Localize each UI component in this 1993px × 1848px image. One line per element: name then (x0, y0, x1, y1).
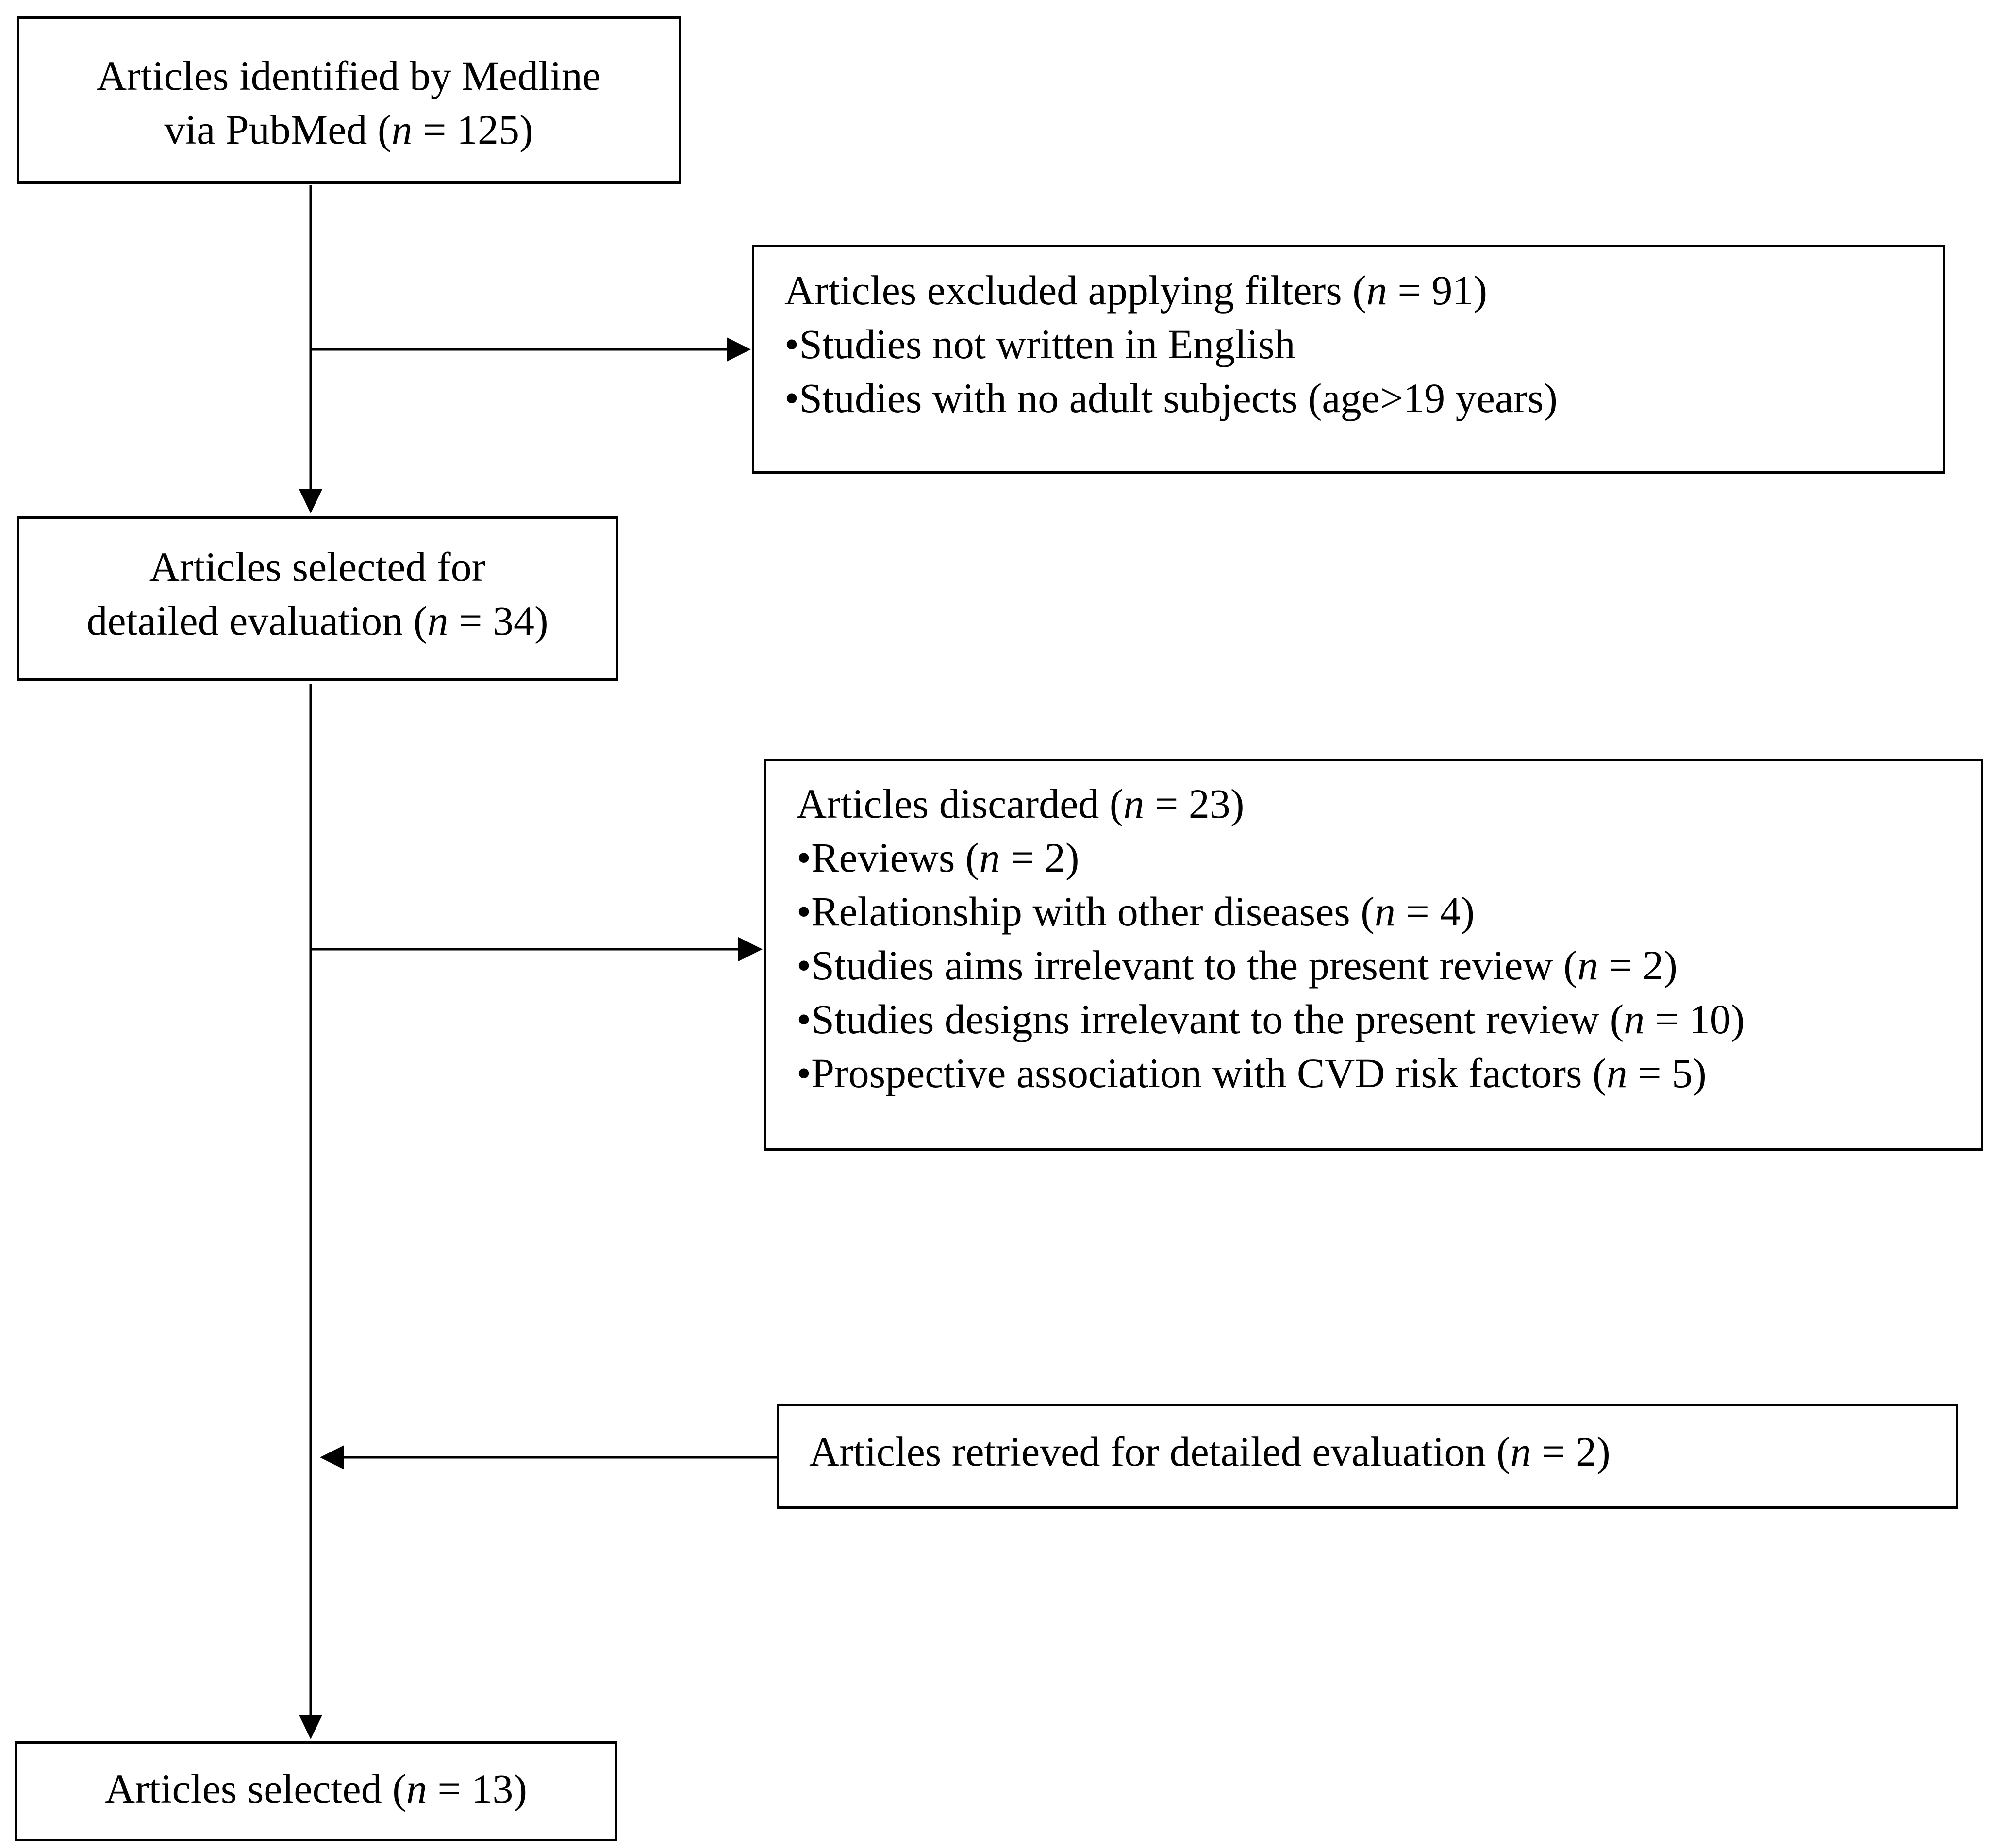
sample-size-symbol: n (1606, 1050, 1628, 1096)
arrowhead-left-retrieved (320, 1445, 344, 1469)
box-line-1: Articles selected (n = 13) (17, 1762, 615, 1816)
sample-size-value: = 2) (1531, 1428, 1611, 1475)
bullet-marker: • (784, 375, 799, 421)
box-line-1: Articles retrieved for detailed evaluati… (809, 1425, 1956, 1479)
sample-size-value: = 5) (1627, 1050, 1707, 1096)
box-articles-excluded: Articles excluded applying filters (n = … (752, 245, 1945, 474)
line-text: Articles identified by Medline (97, 52, 601, 99)
box-line-1: Articles selected for (19, 540, 616, 594)
sample-size-symbol: n (406, 1766, 427, 1812)
sample-size-symbol: n (1374, 888, 1395, 935)
bullet-item-4: •Studies designs irrelevant to the prese… (797, 992, 1981, 1046)
line-text: detailed evaluation ( (86, 597, 428, 644)
box-line-2: via PubMed (n = 125) (19, 103, 679, 157)
bullet-item-3: •Studies aims irrelevant to the present … (797, 939, 1981, 992)
arrowhead-right-discarded (738, 937, 763, 961)
sample-size-value: = 10) (1644, 996, 1745, 1042)
sample-size-value: = 34) (448, 597, 548, 644)
sample-size-value: = 2) (1598, 942, 1677, 989)
line-text: via PubMed ( (164, 106, 392, 153)
bullet-marker: • (797, 888, 812, 935)
sample-size-symbol: n (1577, 942, 1598, 989)
line-text: Studies designs irrelevant to the presen… (811, 996, 1624, 1042)
bullet-item-5: •Prospective association with CVD risk f… (797, 1046, 1981, 1100)
bullet-item-2: •Relationship with other diseases (n = 4… (797, 885, 1981, 939)
line-text: Articles selected for (149, 544, 486, 590)
line-text: Studies aims irrelevant to the present r… (811, 942, 1578, 989)
sample-size-symbol: n (1624, 996, 1645, 1042)
line-text: Articles discarded ( (797, 780, 1124, 827)
line-text: Articles excluded applying filters ( (784, 267, 1366, 314)
sample-size-value: = 4) (1395, 888, 1475, 935)
sample-size-symbol: n (1123, 780, 1145, 827)
sample-size-value: = 23) (1144, 780, 1245, 827)
bullet-marker: • (797, 834, 812, 881)
line-text: Relationship with other diseases ( (811, 888, 1375, 935)
sample-size-value: = 13) (427, 1766, 527, 1812)
box-articles-retrieved: Articles retrieved for detailed evaluati… (777, 1404, 1958, 1509)
bullet-marker: • (797, 1050, 812, 1096)
line-text: Studies with no adult subjects (age>19 y… (799, 375, 1558, 421)
sample-size-value: = 2) (1000, 834, 1080, 881)
line-text: Studies not written in English (799, 321, 1295, 367)
box-articles-selected-final: Articles selected (n = 13) (15, 1741, 617, 1841)
line-text: Prospective association with CVD risk fa… (811, 1050, 1607, 1096)
bullet-marker: • (784, 321, 799, 367)
bullet-marker: • (797, 942, 812, 989)
box-line-2: detailed evaluation (n = 34) (19, 594, 616, 648)
bullet-marker: • (797, 996, 812, 1042)
box-title: Articles excluded applying filters (n = … (784, 264, 1943, 317)
bullet-item-2: •Studies with no adult subjects (age>19 … (784, 371, 1943, 425)
sample-size-symbol: n (979, 834, 1000, 881)
sample-size-symbol: n (1510, 1428, 1531, 1475)
arrowhead-down-final (299, 1715, 322, 1739)
bullet-item-1: •Studies not written in English (784, 317, 1943, 371)
arrowhead-right-excluded (727, 337, 751, 362)
box-articles-discarded: Articles discarded (n = 23)•Reviews (n =… (764, 759, 1983, 1151)
line-text: Reviews ( (811, 834, 980, 881)
arrowhead-down-selected (299, 489, 322, 513)
sample-size-value: = 125) (412, 106, 533, 153)
sample-size-symbol: n (391, 106, 413, 153)
box-title: Articles discarded (n = 23) (797, 777, 1981, 831)
sample-size-symbol: n (427, 597, 448, 644)
line-text: Articles selected ( (105, 1766, 406, 1812)
box-line-1: Articles identified by Medline (19, 49, 679, 103)
line-text: Articles retrieved for detailed evaluati… (809, 1428, 1511, 1475)
bullet-item-1: •Reviews (n = 2) (797, 831, 1981, 885)
sample-size-symbol: n (1366, 267, 1387, 314)
sample-size-value: = 91) (1387, 267, 1487, 314)
